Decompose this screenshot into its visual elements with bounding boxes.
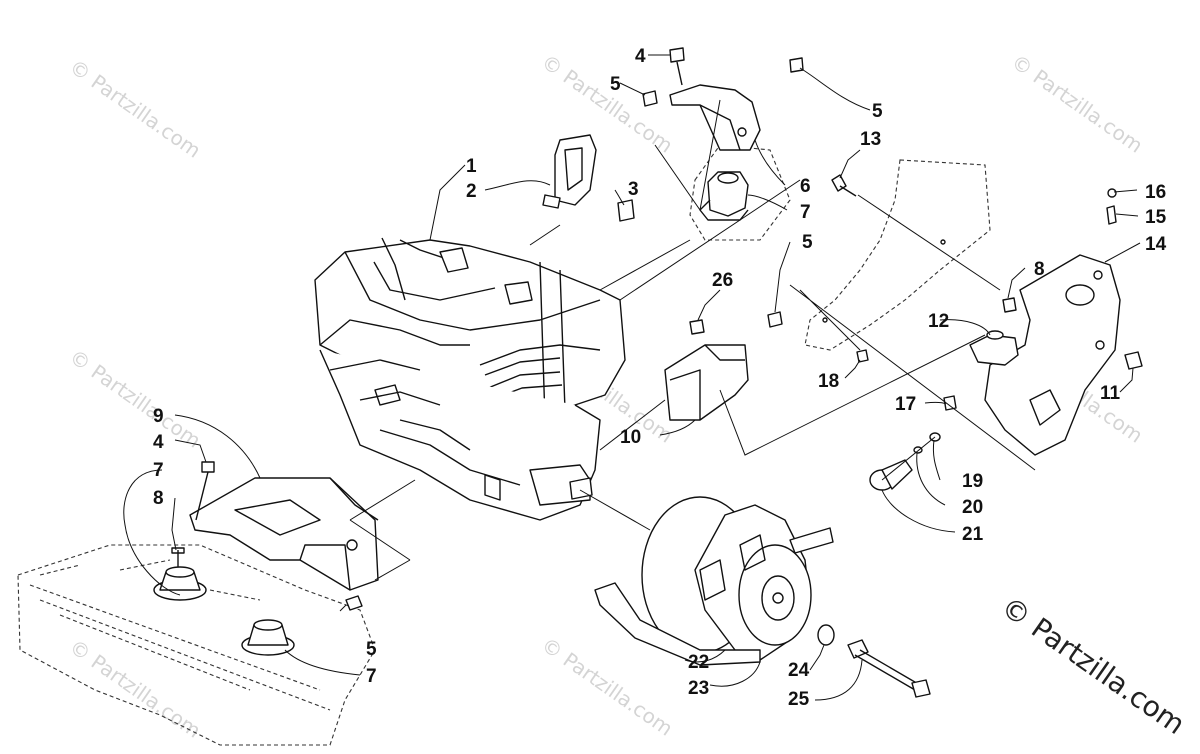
bolt [789,57,804,73]
callout-15: 15 [1145,207,1167,228]
front-mount-bracket [664,344,749,421]
callout-2: 2 [466,181,477,202]
callout-14: 14 [1145,234,1167,255]
small-bolt [1106,188,1117,225]
drive-clutch [594,496,834,666]
callout-8: 8 [1034,259,1045,280]
callout-20: 20 [962,497,983,518]
watermark: © Partzilla.com [65,634,205,742]
top-mount-bracket [669,84,791,241]
bolt [195,461,215,521]
chassis-panel [804,159,991,351]
callout-8: 8 [153,488,164,509]
nut [856,349,869,363]
bolt [642,90,658,107]
rubber-mount [153,547,207,601]
callout-6: 6 [800,176,811,197]
bolt [345,595,363,611]
callout-4: 4 [635,46,646,67]
callout-5: 5 [610,74,621,95]
callout-25: 25 [788,689,810,710]
callout-1: 1 [466,156,477,177]
callout-4: 4 [153,432,164,453]
callout-5: 5 [802,232,813,253]
rubber-mount [969,297,1019,366]
rear-mount-bracket [189,477,379,591]
clip [617,199,635,222]
callout-9: 9 [153,406,164,427]
rubber-mount [241,619,295,656]
callout-11: 11 [1100,383,1121,404]
watermark: © Partzilla.com [1007,49,1147,157]
watermark: © Partzilla.com [65,54,205,162]
callout-18: 18 [818,371,839,392]
callout-3: 3 [628,179,639,200]
callout-17: 17 [895,394,916,415]
watermark: © Partzilla.com [65,344,205,452]
bolt [767,311,783,328]
leader-lines [123,54,1141,701]
knob [869,459,913,491]
callout-19: 19 [962,471,983,492]
callout-22: 22 [688,652,709,673]
callout-5: 5 [872,101,883,122]
callout-23: 23 [688,678,709,699]
nut [689,319,705,335]
callout-12: 12 [928,311,949,332]
callout-16: 16 [1145,182,1166,203]
bolt [669,47,685,86]
callout-7: 7 [366,666,377,687]
bolt [943,395,957,411]
watermark: © Partzilla.com [537,632,677,740]
frame-rail [17,544,376,746]
callouts: 1 2 3 4 5 5 13 6 7 5 26 8 16 15 14 12 18… [153,46,1167,710]
callout-5: 5 [366,639,377,660]
starter-handle [542,134,597,209]
callout-10: 10 [620,427,641,448]
bolt [831,174,857,197]
callout-24: 24 [788,660,810,681]
washer [817,624,835,646]
assembly-lines [349,99,1036,581]
nut [1124,351,1143,370]
callout-7: 7 [800,202,811,223]
callout-26: 26 [712,270,733,291]
callout-21: 21 [962,524,984,545]
engine [314,237,626,521]
callout-13: 13 [860,129,881,150]
clutch-bolt [847,639,931,698]
right-mount-bracket [984,254,1121,456]
callout-7: 7 [153,460,164,481]
